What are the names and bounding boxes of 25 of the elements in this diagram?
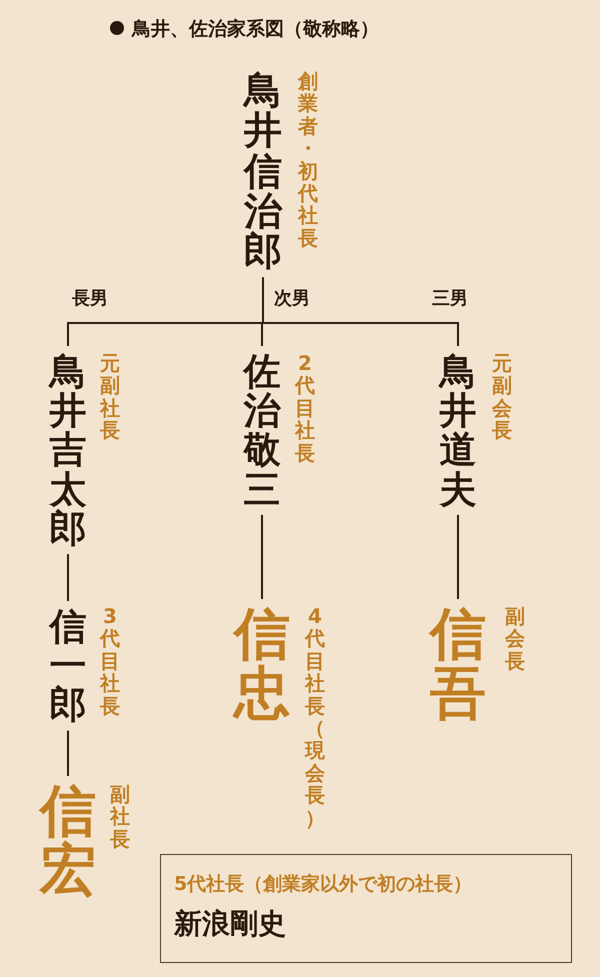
- box-heading: 5代社長（創業家以外で初の社長）: [174, 872, 472, 897]
- person-name: 新浪剛史: [174, 906, 286, 942]
- role-label: 副社長: [110, 783, 130, 850]
- info-box: [160, 854, 572, 963]
- role-label: 4代目社長（現会長）: [305, 605, 325, 829]
- person-name: 信宏: [40, 782, 96, 901]
- role-label: 創業者・初代社長: [298, 70, 318, 250]
- connector-line: [261, 514, 263, 599]
- connector-line: [262, 277, 459, 346]
- connector-line: [457, 514, 459, 599]
- role-label: 元副会長: [492, 352, 512, 442]
- person-name: 信一郎: [50, 607, 86, 725]
- person-name: 鳥井道夫: [440, 352, 476, 509]
- role-label: 3代目社長: [100, 605, 120, 717]
- role-label: 2代目社長: [295, 352, 315, 464]
- person-name: 鳥井信治郎: [244, 70, 282, 272]
- role-label: 副会長: [505, 605, 525, 672]
- connector-line: [67, 730, 69, 776]
- connector-line: [67, 554, 69, 601]
- person-name: 鳥井吉太郎: [50, 352, 86, 548]
- role-label: 元副社長: [100, 352, 120, 442]
- person-name: 佐治敬三: [244, 352, 280, 509]
- diagram-title: 鳥井、佐治家系図（敬称略）: [132, 17, 379, 42]
- person-name: 信忠: [234, 605, 290, 724]
- person-name: 信吾: [430, 605, 486, 724]
